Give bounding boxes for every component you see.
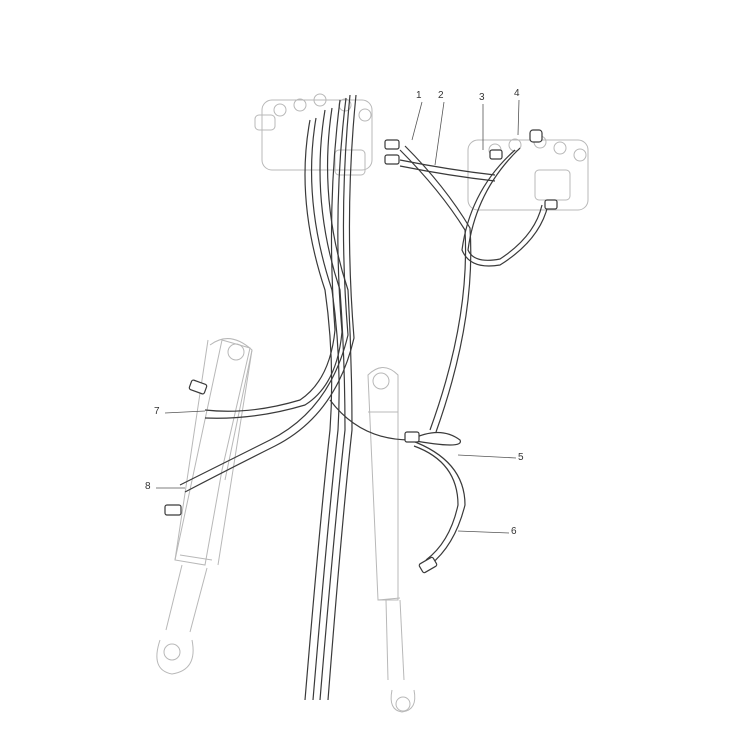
hoses (179, 94, 549, 701)
fittings (164, 129, 558, 574)
left-valve-block (254, 93, 373, 176)
callout-1: 1 (416, 90, 422, 101)
callout-8: 8 (145, 481, 151, 492)
callout-7: 7 (154, 406, 160, 417)
callout-6: 6 (511, 526, 517, 537)
right-valve-block (467, 135, 589, 211)
callout-2: 2 (438, 90, 444, 101)
callout-4: 4 (514, 88, 520, 99)
leader-lines (156, 99, 520, 534)
callout-3: 3 (479, 92, 485, 103)
callout-5: 5 (518, 452, 524, 463)
right-cylinder (367, 367, 416, 713)
